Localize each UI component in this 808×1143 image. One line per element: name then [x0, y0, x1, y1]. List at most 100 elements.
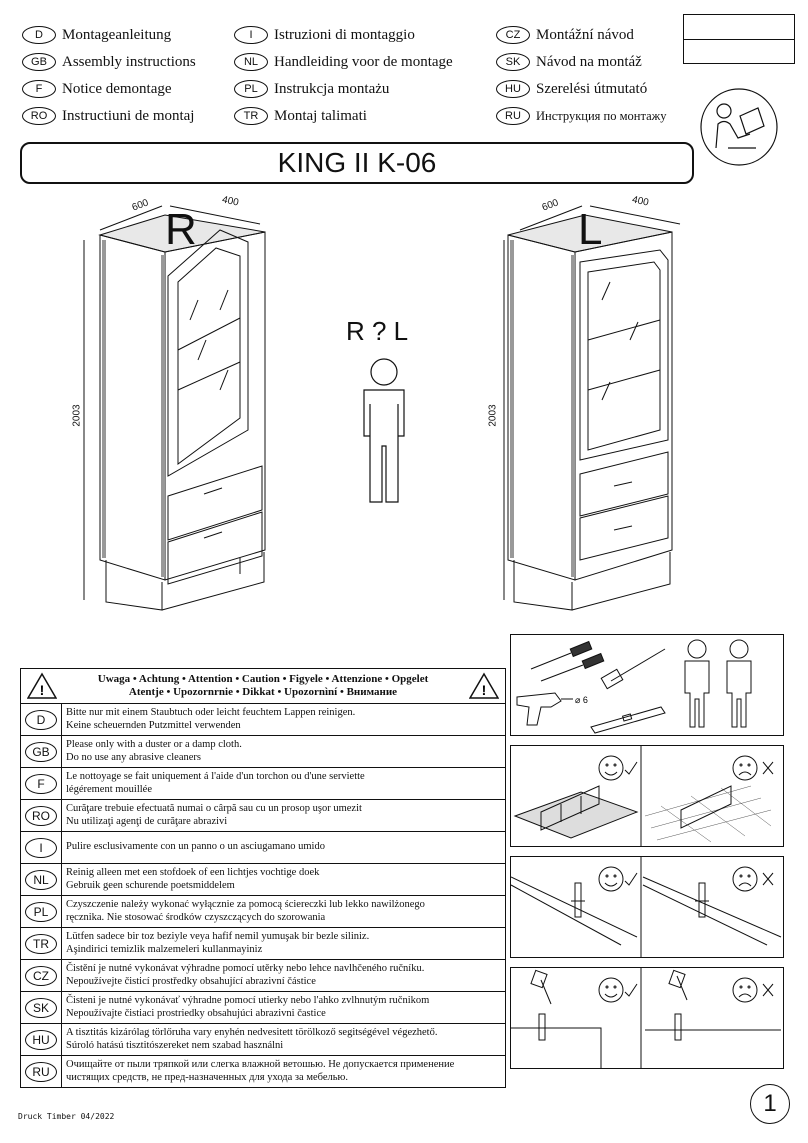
language-code-badge: GB — [22, 53, 56, 71]
language-f: F Notice demontage — [22, 80, 172, 98]
warning-triangle-icon: ! — [469, 672, 499, 699]
language-code-badge: NL — [234, 53, 268, 71]
warning-row: F Le nottoyage se fait uniquement á l'aid… — [21, 768, 505, 800]
read-instructions-icon — [700, 88, 778, 166]
language-label: Návod na montáž — [536, 53, 642, 70]
svg-text:!: ! — [40, 682, 45, 698]
warning-row: I Pulire esclusivamente con un panno o un… — [21, 832, 505, 864]
cabinet-left-drawing — [503, 205, 681, 611]
warning-text-line: légérement mouillée — [66, 783, 153, 795]
warning-text-line: Do no use any abrasive cleaners — [66, 751, 201, 763]
language-code-badge: NL — [25, 869, 57, 890]
tools-panel: ⌀ 6 — [510, 634, 784, 736]
warning-text-line: A tisztitás kizárólag törlőruha vary eny… — [66, 1027, 438, 1038]
product-title: KING II K-06 — [20, 142, 694, 184]
choice-label: R ? L — [346, 316, 409, 346]
warning-row: SK Čisteni je nutné vykonávať výhradne po… — [21, 992, 505, 1024]
language-label: Assembly instructions — [62, 53, 196, 70]
language-pl: PL Instrukcja montażu — [234, 80, 389, 98]
cleaning-warning-table: ! Uwaga • Achtung • Attention • Caution … — [20, 668, 506, 1088]
language-label: Szerelési útmutató — [536, 80, 648, 97]
language-code-badge: SK — [496, 53, 530, 71]
language-code-badge: I — [234, 26, 268, 44]
warning-text-line: Čistění je nutné vykonávat výhradne pomo… — [66, 963, 425, 974]
warning-row: RO Curăţare trebuie efectuată numai o câr… — [21, 800, 505, 832]
warning-text-line: Please only with a duster or a damp clot… — [66, 739, 242, 750]
warning-text-line: Keine scheuernden Putzmittel verwenden — [66, 719, 241, 731]
language-sk: SK Návod na montáž — [496, 53, 642, 71]
language-label: Handleiding voor de montage — [274, 53, 453, 70]
language-label: Notice demontage — [62, 80, 172, 97]
warning-text-line: Curăţare trebuie efectuată numai o cârpă… — [66, 803, 362, 814]
cabinet-right-height: 2003 — [71, 404, 83, 427]
language-code-badge: D — [22, 26, 56, 44]
cabinet-left-height: 2003 — [487, 404, 499, 427]
language-code-badge: PL — [234, 80, 268, 98]
language-code-badge: RU — [25, 1061, 57, 1082]
language-code-badge: PL — [25, 901, 57, 922]
hammer-panel — [510, 967, 784, 1069]
language-code-badge: GB — [25, 741, 57, 762]
warning-text-line: Lütfen sadece bir toz beziyle veya hafif… — [66, 931, 370, 942]
warning-row: TR Lütfen sadece bir toz beziyle veya haf… — [21, 928, 505, 960]
cabinet-left-letter: L — [578, 205, 603, 254]
language-i: I Istruzioni di montaggio — [234, 26, 415, 44]
warning-row: GB Please only with a duster or a damp cl… — [21, 736, 505, 768]
language-d: D Montageanleitung — [22, 26, 171, 44]
document-code-box — [683, 14, 795, 64]
warning-header: ! Uwaga • Achtung • Attention • Caution … — [21, 669, 505, 704]
language-code-badge: TR — [25, 933, 57, 954]
warning-line-2: Atentje • Upozornrnie • Dikkat • Upozorn… — [128, 686, 398, 698]
tools-drawing: ⌀ 6 — [516, 639, 752, 734]
person-figure-icon — [363, 358, 405, 503]
language-gb: GB Assembly instructions — [22, 53, 196, 71]
svg-text:!: ! — [482, 682, 487, 698]
warning-row: D Bitte nur mit einem Staubtuch oder leic… — [21, 704, 505, 736]
surface-panel — [510, 745, 784, 847]
print-footer: Druck Timber 04/2022 — [18, 1112, 115, 1121]
language-label: Инструкция по монтажу — [536, 108, 667, 123]
language-code-badge: HU — [496, 80, 530, 98]
language-code-badge: RU — [496, 107, 530, 125]
soft-mat — [513, 791, 639, 839]
warning-text-line: ręcznika. Nie stosować środków czyszcząc… — [66, 911, 326, 923]
language-label: Istruzioni di montaggio — [274, 26, 415, 43]
warning-text-line: чистящих средств, не пред-назначенных дл… — [66, 1071, 348, 1083]
warning-text-line: Le nottoyage se fait uniquement á l'aide… — [66, 771, 365, 782]
language-code-badge: RO — [25, 805, 57, 826]
language-ro: RO Instructiuni de montaj — [22, 107, 194, 125]
language-code-badge: SK — [25, 997, 57, 1018]
language-code-badge: I — [25, 837, 57, 858]
language-nl: NL Handleiding voor de montage — [234, 53, 453, 71]
warning-row: PL Czyszczenie należy wykonać wyłącznie z… — [21, 896, 505, 928]
language-ru: RU Инструкция по монтажу — [496, 107, 667, 125]
warning-text-line: Bitte nur mit einem Staubtuch oder leich… — [66, 707, 356, 718]
warning-line-1: Uwaga • Achtung • Attention • Caution • … — [97, 673, 429, 685]
check-icon — [624, 761, 638, 775]
sad-face-icon — [732, 755, 758, 781]
cabinet-right-drawing — [83, 205, 266, 611]
language-code-badge: TR — [234, 107, 268, 125]
warning-text-line: Nepoužívejte čisticí prostředky obsahují… — [66, 975, 316, 987]
happy-face-icon — [598, 755, 624, 781]
language-label: Instructiuni de montaj — [62, 107, 195, 124]
language-code-badge: RO — [22, 107, 56, 125]
language-label: Instrukcja montażu — [274, 80, 390, 97]
language-code-badge: D — [25, 709, 57, 730]
language-code-badge: CZ — [25, 965, 57, 986]
warning-row: RU Очищайте от пыли тряпкой или слегка вл… — [21, 1056, 505, 1087]
language-label: Montageanleitung — [62, 26, 172, 43]
language-cz: CZ Montážní návod — [496, 26, 634, 44]
language-code-badge: F — [22, 80, 56, 98]
warning-text-line: Czyszczenie należy wykonać wyłącznie za … — [66, 899, 425, 910]
warning-text-line: Pulire esclusivamente con un panno o un … — [66, 841, 325, 853]
language-code-badge: CZ — [496, 26, 530, 44]
language-code-badge: F — [25, 773, 57, 794]
language-label: Montážní návod — [536, 26, 634, 43]
warning-row: CZ Čistění je nutné vykonávat výhradne po… — [21, 960, 505, 992]
warning-text-line: Čisteni je nutné vykonávať výhradne pomo… — [66, 995, 430, 1006]
warning-text-line: Очищайте от пыли тряпкой или слегка влаж… — [66, 1059, 455, 1070]
